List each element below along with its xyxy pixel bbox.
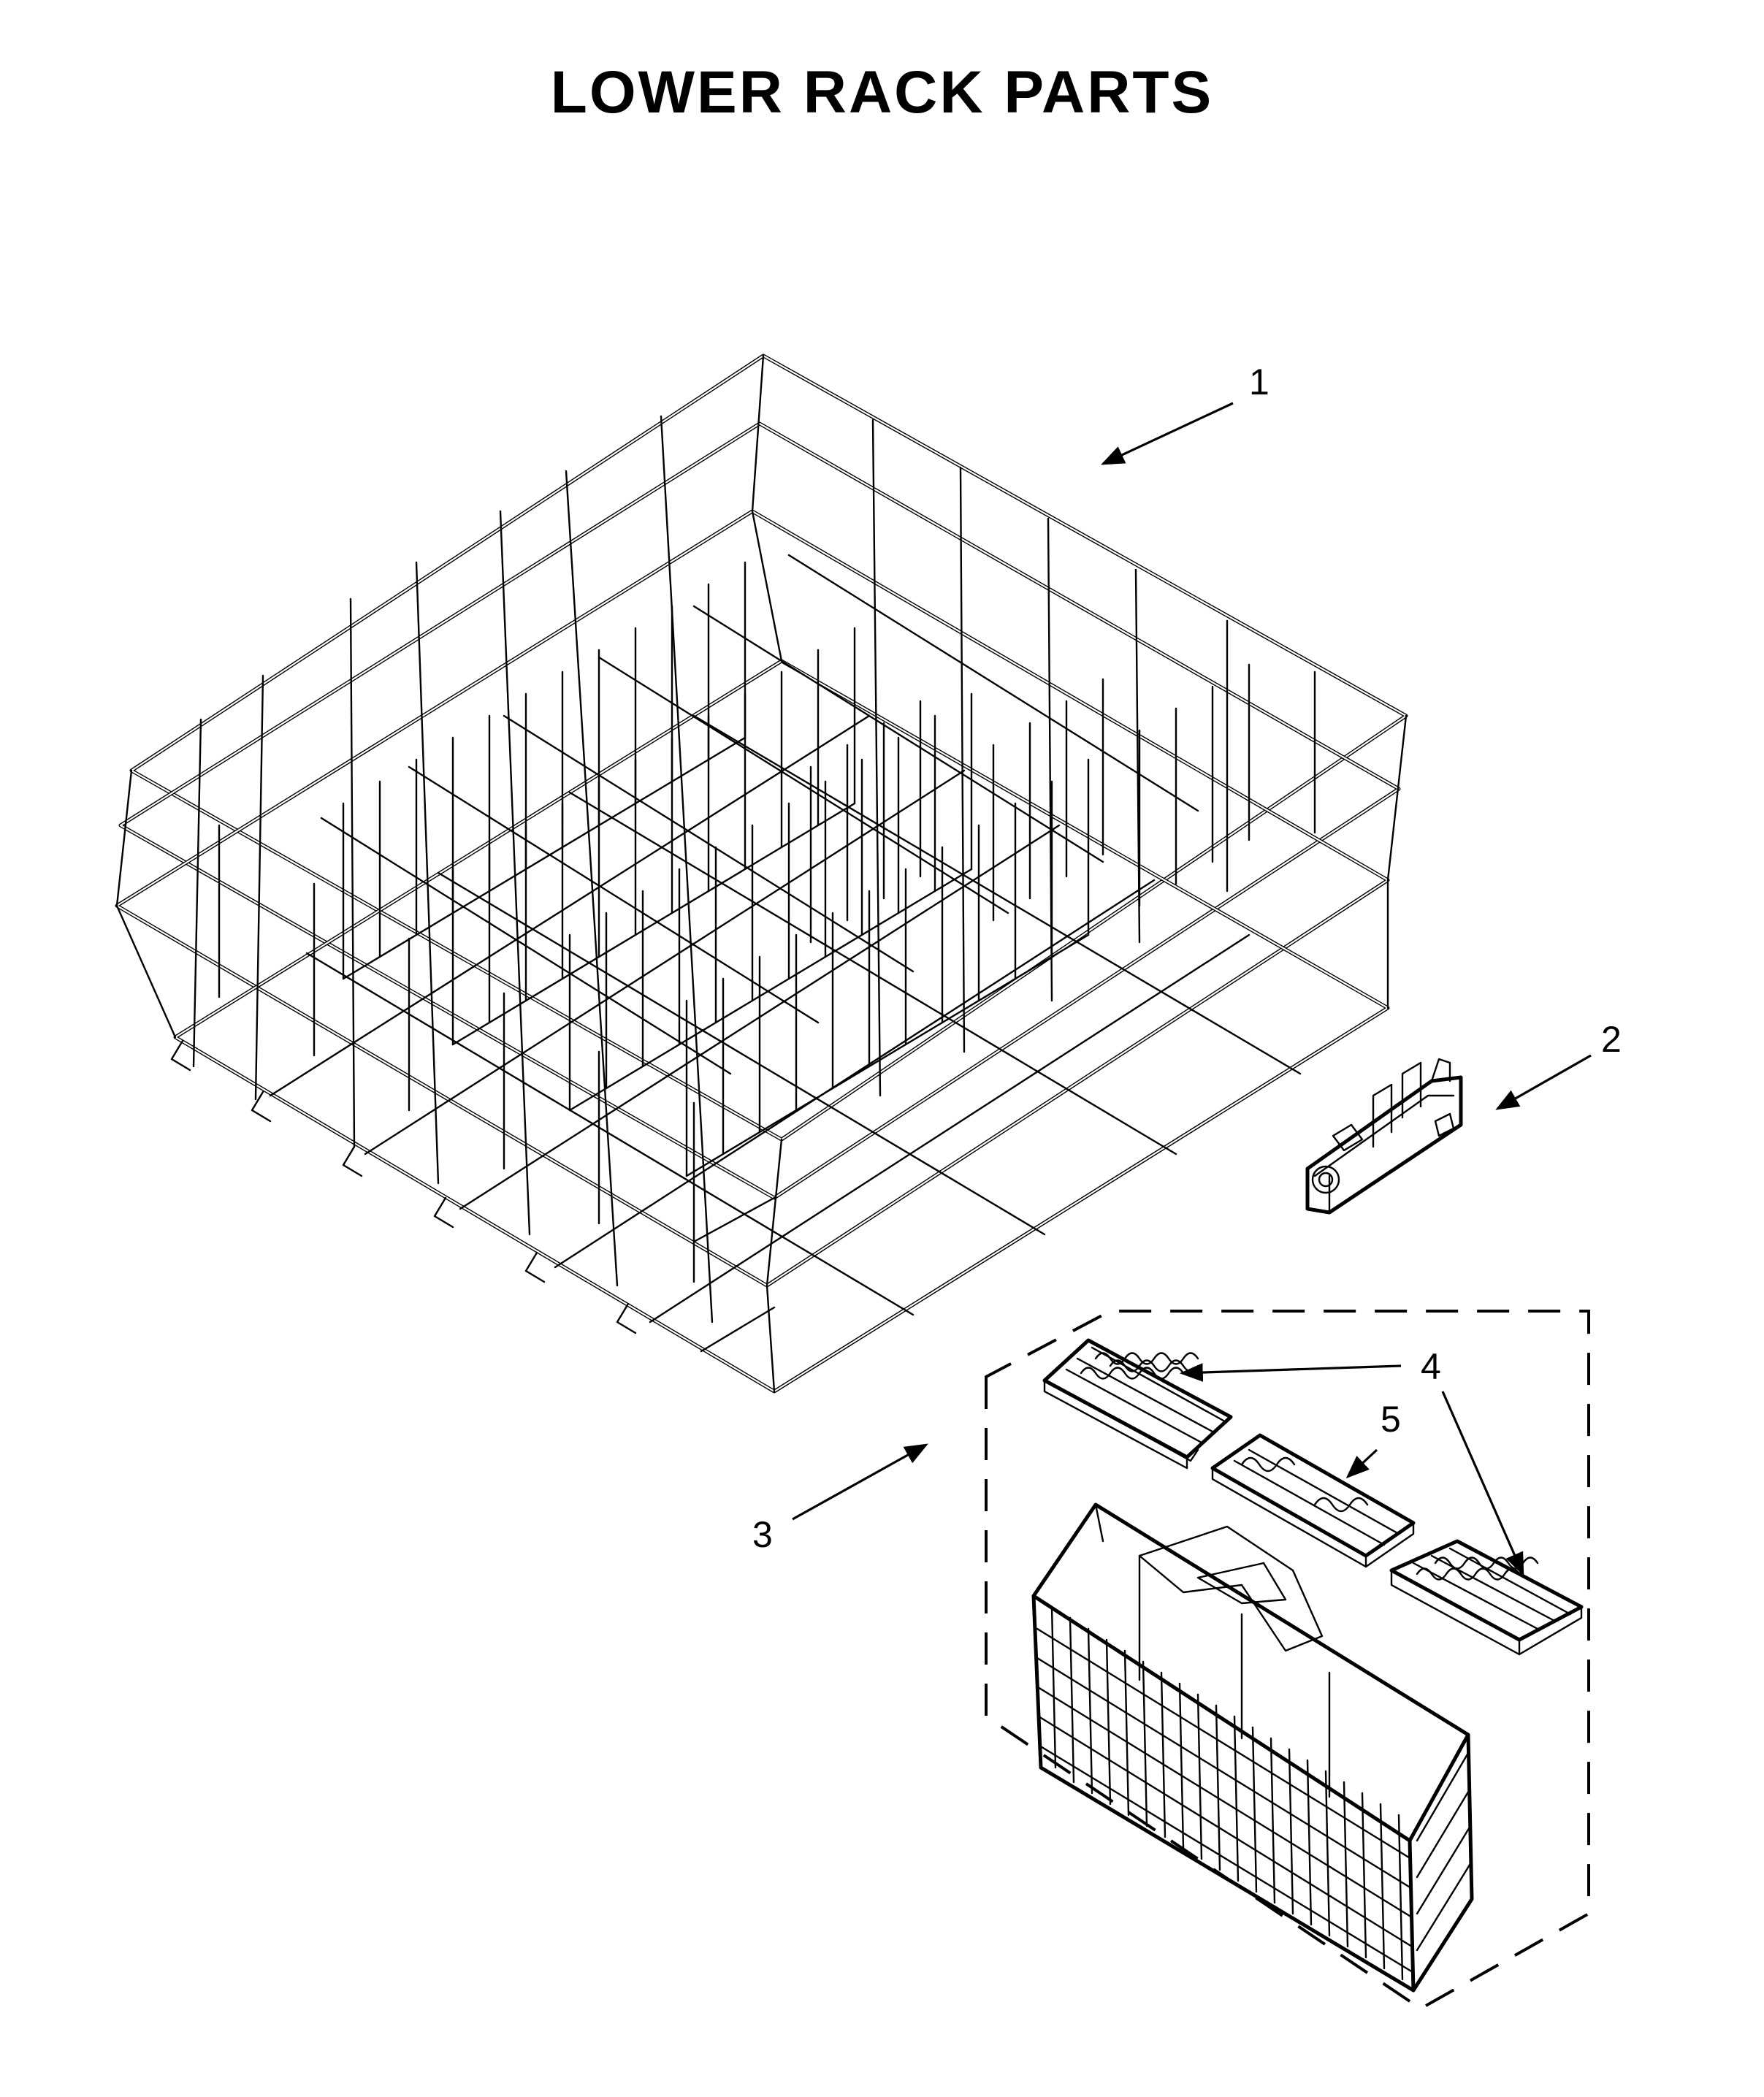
lower-rack-illustration bbox=[115, 354, 1408, 1394]
basket-lid-4a-illustration bbox=[1042, 1338, 1233, 1470]
callout-2-label: 2 bbox=[1601, 1019, 1622, 1060]
callout-4: 4 bbox=[1179, 1346, 1524, 1576]
rack-top-rim bbox=[129, 354, 1408, 1142]
rack-base-skids bbox=[170, 1039, 776, 1353]
silverware-basket-illustration bbox=[1031, 1502, 1474, 1993]
rack-side-wires bbox=[115, 354, 1408, 1393]
callout-3: 3 bbox=[752, 1443, 928, 1555]
basket-lid-5-illustration bbox=[1210, 1433, 1416, 1568]
callout-5: 5 bbox=[1345, 1399, 1401, 1479]
diagram-title: LOWER RACK PARTS bbox=[550, 59, 1214, 126]
kit-dashed-boundary bbox=[985, 1310, 1590, 2011]
callout-5-label: 5 bbox=[1381, 1399, 1401, 1440]
wheel-assembly-illustration bbox=[1305, 1058, 1463, 1215]
basket-lid-4b-illustration bbox=[1389, 1539, 1584, 1656]
callout-4-label: 4 bbox=[1421, 1346, 1441, 1387]
callout-2: 2 bbox=[1495, 1019, 1622, 1110]
callout-3-label: 3 bbox=[752, 1514, 773, 1555]
callout-1-label: 1 bbox=[1249, 362, 1269, 402]
callout-1: 1 bbox=[1101, 362, 1269, 465]
rack-tines bbox=[320, 554, 1251, 1177]
